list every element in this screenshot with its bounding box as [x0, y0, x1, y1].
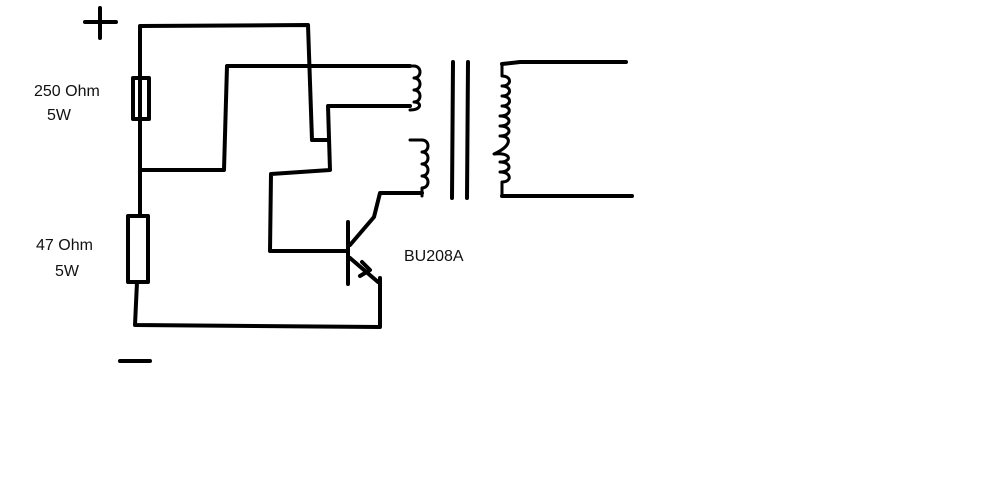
- secondary-output-top: [500, 60, 628, 66]
- positive-terminal: +: [83, 6, 118, 40]
- winding-tap-wire: [268, 104, 412, 253]
- positive-terminal-label: +: [95, 17, 104, 34]
- bottom-rail-wire: [133, 276, 382, 329]
- resistor-47-ohm-power: 5W: [55, 263, 80, 280]
- transistor-bu208a: [346, 220, 380, 286]
- secondary-coil: [492, 62, 511, 198]
- feedback-winding-wire: [138, 64, 412, 172]
- resistor-250-ohm-power: 5W: [47, 107, 72, 124]
- top-rail-wire: [138, 23, 330, 142]
- resistor-47-ohm: [126, 214, 150, 284]
- transformer-core-line-1: [450, 60, 455, 200]
- resistor-47-ohm-value: 47 Ohm: [36, 237, 93, 254]
- transformer-core-line-2: [465, 60, 470, 200]
- transistor-label: BU208A: [404, 248, 464, 265]
- resistor-250-ohm-value: 250 Ohm: [34, 83, 100, 100]
- collector-wire: [348, 191, 424, 247]
- primary-coil-lower: [408, 138, 430, 198]
- primary-coil-upper: [408, 64, 422, 112]
